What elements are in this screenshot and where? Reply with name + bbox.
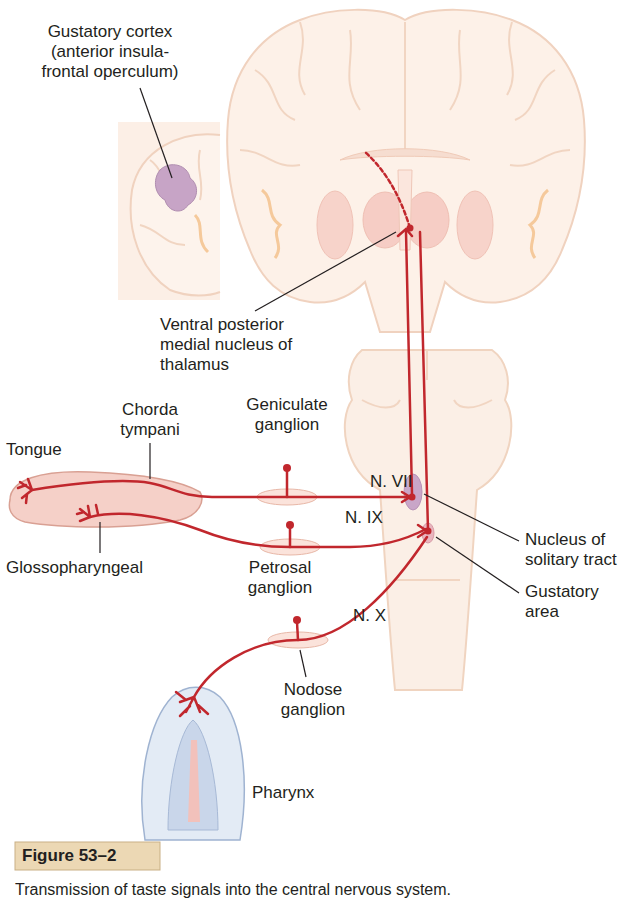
nerve-branches bbox=[77, 505, 98, 521]
inset-brain bbox=[131, 134, 220, 295]
vagus-nerve bbox=[194, 537, 427, 697]
leader-line bbox=[99, 522, 100, 553]
part-label: N. IX bbox=[345, 508, 383, 528]
thalamocortical-tract bbox=[365, 152, 410, 228]
gustatory-cortex-area bbox=[155, 165, 196, 211]
cell-body bbox=[283, 464, 291, 472]
pharynx-inner bbox=[168, 720, 218, 830]
leader-line bbox=[140, 88, 172, 178]
leader-line bbox=[436, 537, 519, 593]
pharynx-drawing bbox=[142, 687, 244, 840]
basal-ganglia bbox=[317, 191, 353, 259]
leader-lines bbox=[100, 88, 519, 677]
part-label: N. VII bbox=[370, 472, 413, 492]
part-label: Ventral posterior medial nucleus of thal… bbox=[160, 315, 310, 375]
nodose-cell bbox=[297, 622, 298, 640]
ascending-tract bbox=[420, 232, 428, 530]
part-label: Nucleus of solitary tract bbox=[525, 530, 633, 570]
part-label: Nodose ganglion bbox=[263, 680, 363, 720]
cell-body bbox=[425, 528, 432, 535]
part-label: Pharynx bbox=[252, 783, 314, 803]
chorda-tympani-nerve bbox=[32, 481, 410, 497]
basal-ganglia bbox=[457, 191, 493, 259]
cell-body bbox=[407, 225, 414, 232]
cell-body bbox=[293, 616, 301, 624]
ascending-tract bbox=[406, 232, 412, 494]
part-label: Chorda tympani bbox=[105, 400, 195, 440]
part-label: Glossopharyngeal bbox=[6, 558, 143, 578]
leader-line bbox=[149, 443, 150, 479]
figure-band bbox=[15, 842, 160, 870]
figure-title: Figure 53–2 bbox=[22, 846, 117, 866]
brain-gyri bbox=[240, 22, 570, 166]
cortex-inset bbox=[118, 122, 220, 300]
part-label: N. X bbox=[353, 606, 386, 626]
part-label: Gustatory cortex (anterior insula- front… bbox=[35, 22, 185, 82]
inset-gyri bbox=[140, 150, 201, 245]
nerve-branches bbox=[18, 479, 32, 503]
pharynx-outer bbox=[142, 687, 244, 840]
part-label: Petrosal ganglion bbox=[235, 558, 325, 598]
tongue bbox=[9, 472, 201, 527]
leader-line bbox=[424, 494, 519, 541]
petrosal-cell bbox=[289, 527, 292, 547]
leader-line bbox=[300, 650, 306, 677]
nerves bbox=[18, 152, 428, 716]
leader-line bbox=[255, 232, 396, 311]
pharynx-lumen bbox=[188, 740, 200, 822]
corpus-callosum bbox=[340, 149, 470, 160]
geniculate-cell bbox=[286, 470, 289, 497]
inset-insula bbox=[195, 215, 208, 252]
figure-caption: Transmission of taste signals into the c… bbox=[15, 880, 451, 900]
nerve-branches bbox=[176, 692, 208, 716]
cell-body bbox=[409, 494, 416, 501]
part-label: Geniculate ganglion bbox=[232, 395, 342, 435]
part-label: Gustatory area bbox=[525, 582, 625, 622]
cell-body bbox=[286, 521, 294, 529]
part-label: Tongue bbox=[6, 440, 62, 460]
inset-ground bbox=[118, 122, 220, 300]
